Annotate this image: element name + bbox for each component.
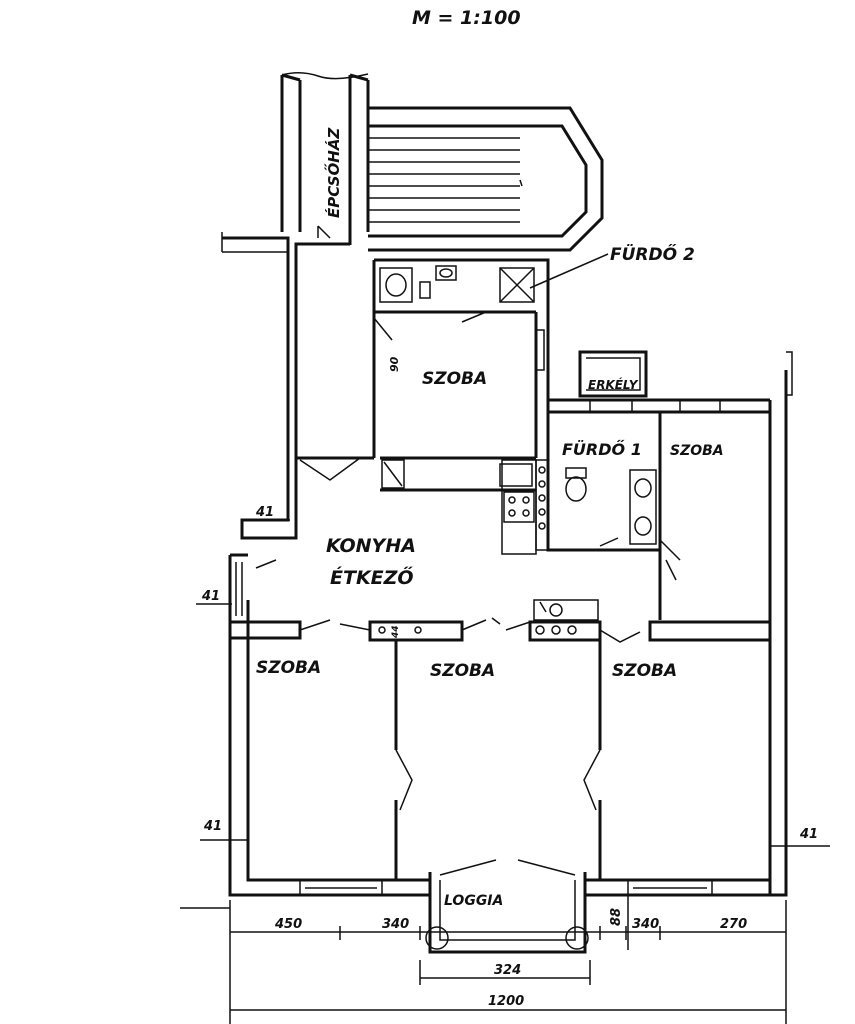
kitchen-label: KONYHA <box>326 535 416 557</box>
scale-title: M = 1:100 <box>412 7 521 29</box>
door-width-label: 90 <box>388 356 401 372</box>
room-small: SZOBA <box>648 412 772 642</box>
dim-450: 450 <box>274 917 302 932</box>
room-right-label: SZOBA <box>612 661 677 681</box>
kitchen-counter <box>501 459 549 555</box>
window-mark: 44 <box>391 625 401 639</box>
kitchen-dining: KONYHA ÉTKEZŐ 44 <box>230 535 641 643</box>
room-top: 90 SZOBA <box>296 311 545 492</box>
room-left-label: SZOBA <box>256 658 321 678</box>
dim-270: 270 <box>720 917 747 932</box>
loggia: LOGGIA <box>425 859 589 954</box>
wall-thickness-1: 41 <box>255 505 274 520</box>
wall-thickness-3: 41 <box>203 819 222 834</box>
dining-label: ÉTKEZŐ <box>330 565 414 589</box>
room-mid-label: SZOBA <box>430 661 495 681</box>
stair-treads <box>368 137 523 223</box>
balcony: ERKÉLY <box>578 350 721 413</box>
dim-1200: 1200 <box>488 994 524 1009</box>
bath2-label: FÜRDŐ 2 <box>610 243 695 265</box>
bathroom-1: FÜRDŐ 1 <box>546 412 662 552</box>
room-small-label: SZOBA <box>670 443 724 459</box>
wall-thickness-2: 41 <box>201 589 220 604</box>
stairwell: ÉPCSŐHÁZ <box>280 72 604 252</box>
dim-324: 324 <box>494 963 521 978</box>
wall-thickness-4: 41 <box>799 827 818 842</box>
wall-thickness-marks: 41 41 41 41 <box>196 505 830 847</box>
rooms-bottom: SZOBA SZOBA SZOBA <box>256 640 713 896</box>
dimension-lines: 450 340 88 340 270 324 1200 <box>180 896 787 1024</box>
dim-340b: 340 <box>632 917 659 932</box>
stairwell-label: ÉPCSŐHÁZ <box>323 127 343 218</box>
exterior-walls <box>221 232 793 897</box>
dim-340a: 340 <box>382 917 409 932</box>
bath1-label: FÜRDŐ 1 <box>562 439 642 459</box>
bathroom-2: FÜRDŐ 2 <box>372 243 695 314</box>
room-top-label: SZOBA <box>422 369 487 389</box>
loggia-label: LOGGIA <box>444 893 503 909</box>
dim-88: 88 <box>609 908 624 926</box>
balcony-label: ERKÉLY <box>588 377 639 392</box>
